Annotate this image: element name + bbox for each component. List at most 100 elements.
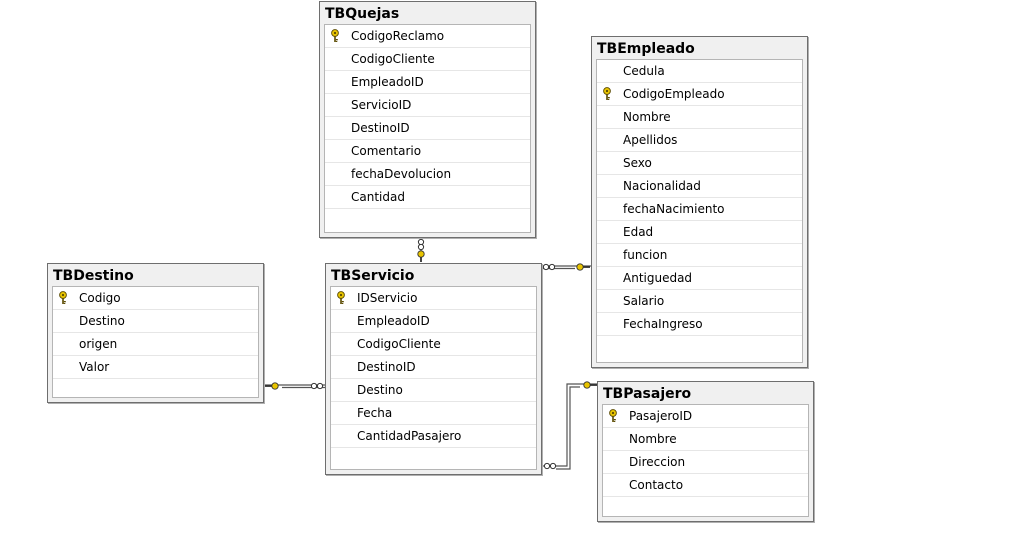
- column-row[interactable]: Cantidad: [325, 186, 530, 209]
- column-name: CodigoCliente: [351, 52, 435, 66]
- column-name: DestinoID: [357, 360, 416, 374]
- table-title[interactable]: TBEmpleado: [597, 41, 695, 57]
- column-row[interactable]: Nombre: [597, 106, 802, 129]
- column-name: Cantidad: [351, 190, 405, 204]
- column-row[interactable]: Valor: [53, 356, 258, 379]
- column-row[interactable]: Salario: [597, 290, 802, 313]
- column-name: Apellidos: [623, 133, 678, 147]
- column-name: FechaIngreso: [623, 317, 703, 331]
- column-name: Comentario: [351, 144, 422, 158]
- column-name: CodigoCliente: [357, 337, 441, 351]
- column-name: Sexo: [623, 156, 652, 170]
- column-row[interactable]: ServicioID: [325, 94, 530, 117]
- column-row[interactable]: DestinoID: [325, 117, 530, 140]
- row-selector: [597, 152, 617, 174]
- table-title[interactable]: TBServicio: [331, 268, 415, 284]
- row-selector: [331, 379, 351, 401]
- column-name: CodigoEmpleado: [623, 87, 725, 101]
- row-selector: [331, 310, 351, 332]
- column-name: IDServicio: [357, 291, 418, 305]
- column-name: CodigoReclamo: [351, 29, 445, 43]
- column-name: Antiguedad: [623, 271, 693, 285]
- column-row[interactable]: Nombre: [603, 428, 808, 451]
- column-row[interactable]: CodigoReclamo: [325, 25, 530, 48]
- column-name: Fecha: [357, 406, 393, 420]
- column-row[interactable]: Sexo: [597, 152, 802, 175]
- column-name: fechaDevolucion: [351, 167, 452, 181]
- row-selector: [597, 290, 617, 312]
- column-row[interactable]: Antiguedad: [597, 267, 802, 290]
- column-row[interactable]: Apellidos: [597, 129, 802, 152]
- row-selector: [331, 333, 351, 355]
- primary-key-icon: [603, 405, 623, 427]
- column-name: funcion: [623, 248, 668, 262]
- many-end-marker-right: [549, 462, 557, 470]
- column-row[interactable]: Direccion: [603, 451, 808, 474]
- row-selector: [325, 48, 345, 70]
- column-name: EmpleadoID: [357, 314, 430, 328]
- column-row[interactable]: Fecha: [331, 402, 536, 425]
- column-row[interactable]: Codigo: [53, 287, 258, 310]
- column-name: PasajeroID: [629, 409, 693, 423]
- column-name: Cedula: [623, 64, 665, 78]
- many-end-marker-bottom: [417, 243, 425, 251]
- column-row[interactable]: EmpleadoID: [331, 310, 536, 333]
- column-row[interactable]: origen: [53, 333, 258, 356]
- column-row[interactable]: CodigoEmpleado: [597, 83, 802, 106]
- relationship-tbservicio-tbempleado[interactable]: [542, 263, 592, 271]
- column-row[interactable]: CodigoCliente: [325, 48, 530, 71]
- column-name: fechaNacimiento: [623, 202, 725, 216]
- relationship-tbquejas-tbservicio[interactable]: [417, 238, 425, 262]
- row-selector: [53, 356, 73, 378]
- column-row[interactable]: Nacionalidad: [597, 175, 802, 198]
- column-name: DestinoID: [351, 121, 410, 135]
- column-row[interactable]: PasajeroID: [603, 405, 808, 428]
- row-selector: [53, 310, 73, 332]
- row-selector: [597, 313, 617, 335]
- primary-key-icon: [325, 25, 345, 47]
- key-end-icon: [576, 263, 590, 271]
- column-row[interactable]: Destino: [53, 310, 258, 333]
- row-selector: [597, 175, 617, 197]
- column-row[interactable]: Comentario: [325, 140, 530, 163]
- relationship-tbservicio-tbpasajero[interactable]: [542, 381, 598, 470]
- table-title[interactable]: TBDestino: [53, 268, 134, 284]
- row-selector: [331, 425, 351, 447]
- row-selector: [603, 451, 623, 473]
- row-selector: [331, 402, 351, 424]
- column-row[interactable]: IDServicio: [331, 287, 536, 310]
- column-row[interactable]: Destino: [331, 379, 536, 402]
- row-selector: [597, 129, 617, 151]
- key-end-icon: [417, 250, 425, 262]
- table-title[interactable]: TBPasajero: [603, 386, 692, 402]
- column-row[interactable]: fechaDevolucion: [325, 163, 530, 186]
- row-selector: [597, 106, 617, 128]
- table-title[interactable]: TBQuejas: [325, 6, 400, 22]
- column-row[interactable]: DestinoID: [331, 356, 536, 379]
- row-selector: [325, 163, 345, 185]
- column-row[interactable]: EmpleadoID: [325, 71, 530, 94]
- column-row[interactable]: CantidadPasajero: [331, 425, 536, 448]
- column-row[interactable]: Cedula: [597, 60, 802, 83]
- column-name: Salario: [623, 294, 665, 308]
- column-row[interactable]: Contacto: [603, 474, 808, 497]
- many-end-marker-left: [543, 462, 551, 470]
- relationship-tbdestino-tbservicio[interactable]: [264, 382, 326, 390]
- row-selector: [325, 140, 345, 162]
- column-row[interactable]: funcion: [597, 244, 802, 267]
- column-row[interactable]: fechaNacimiento: [597, 198, 802, 221]
- column-row[interactable]: Edad: [597, 221, 802, 244]
- key-end-icon: [265, 382, 279, 390]
- column-row[interactable]: CodigoCliente: [331, 333, 536, 356]
- row-selector: [603, 474, 623, 496]
- column-row[interactable]: FechaIngreso: [597, 313, 802, 336]
